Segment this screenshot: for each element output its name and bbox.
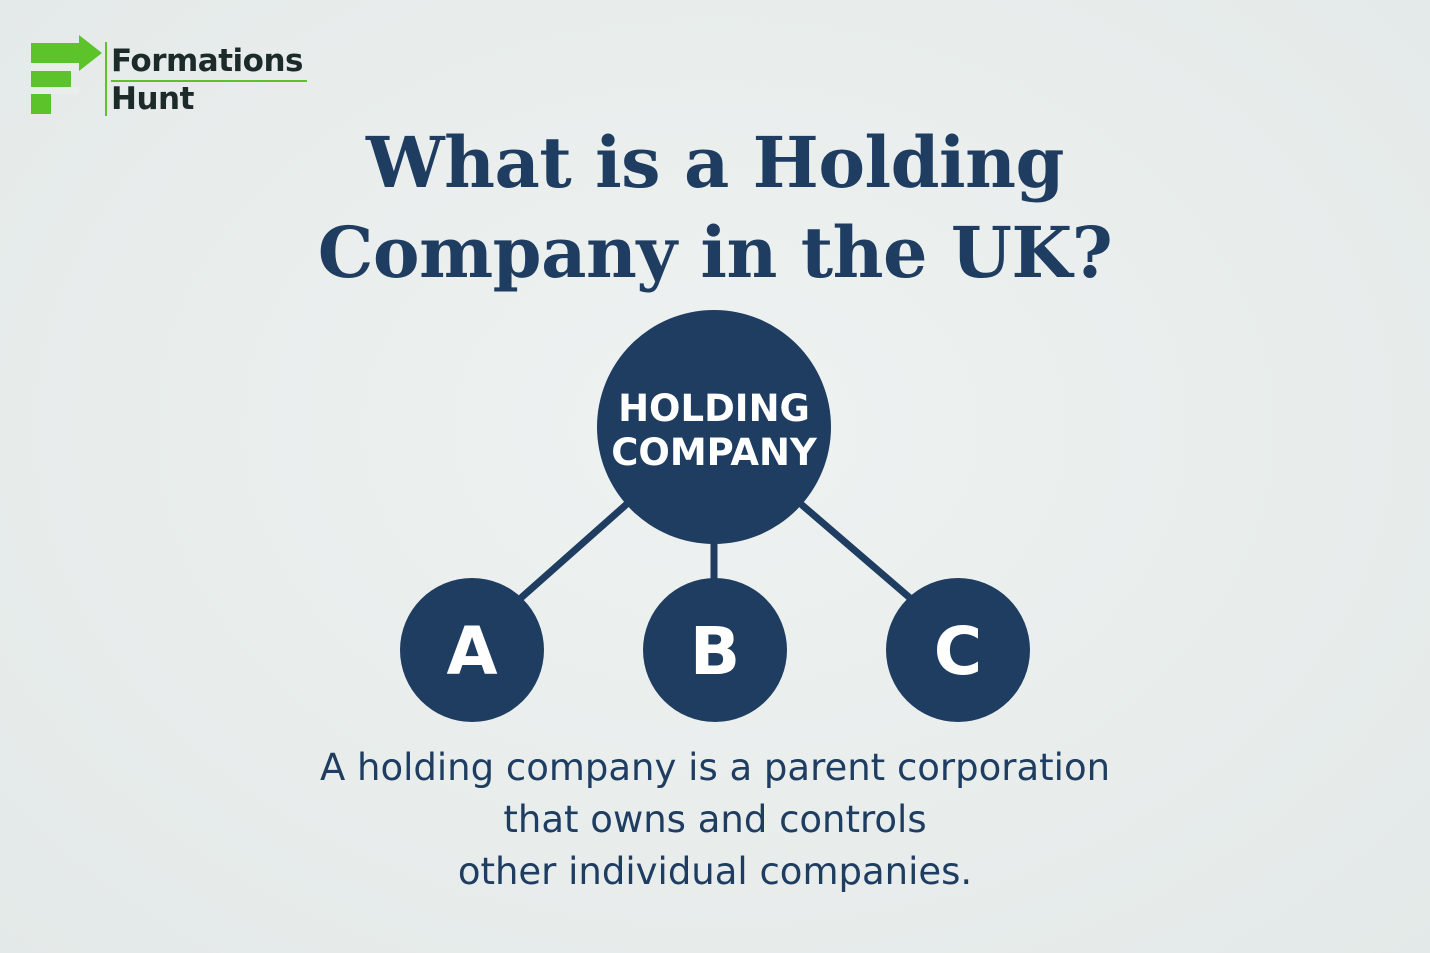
child-node-a-label: A <box>446 613 497 690</box>
definition-text: A holding company is a parent corporatio… <box>215 742 1215 898</box>
parent-node-label-line2: COMPANY <box>611 431 818 474</box>
child-node-c-label: C <box>934 613 982 690</box>
title-line-2: Company in the UK? <box>317 211 1113 294</box>
page-title: What is a Holding Company in the UK? <box>215 118 1215 298</box>
brand-name-line1: Formations <box>111 42 307 82</box>
definition-line-2: that owns and controls <box>503 798 927 841</box>
parent-node[interactable] <box>597 310 831 544</box>
child-node-a[interactable] <box>400 578 544 722</box>
brand-logo[interactable]: Formations Hunt <box>30 34 307 118</box>
flag-arrow-icon <box>31 35 102 114</box>
child-node-b[interactable] <box>643 578 787 722</box>
connector-a <box>518 499 632 601</box>
definition-line-1: A holding company is a parent corporatio… <box>319 746 1111 789</box>
child-node-c[interactable] <box>886 578 1030 722</box>
title-line-1: What is a Holding <box>366 121 1064 204</box>
connector-c <box>798 501 914 602</box>
definition-line-3: other individual companies. <box>457 850 973 893</box>
logo-divider <box>105 42 107 116</box>
brand-name-line2: Hunt <box>111 81 194 117</box>
child-node-b-label: B <box>690 613 740 690</box>
parent-node-label-line1: HOLDING <box>618 387 810 430</box>
